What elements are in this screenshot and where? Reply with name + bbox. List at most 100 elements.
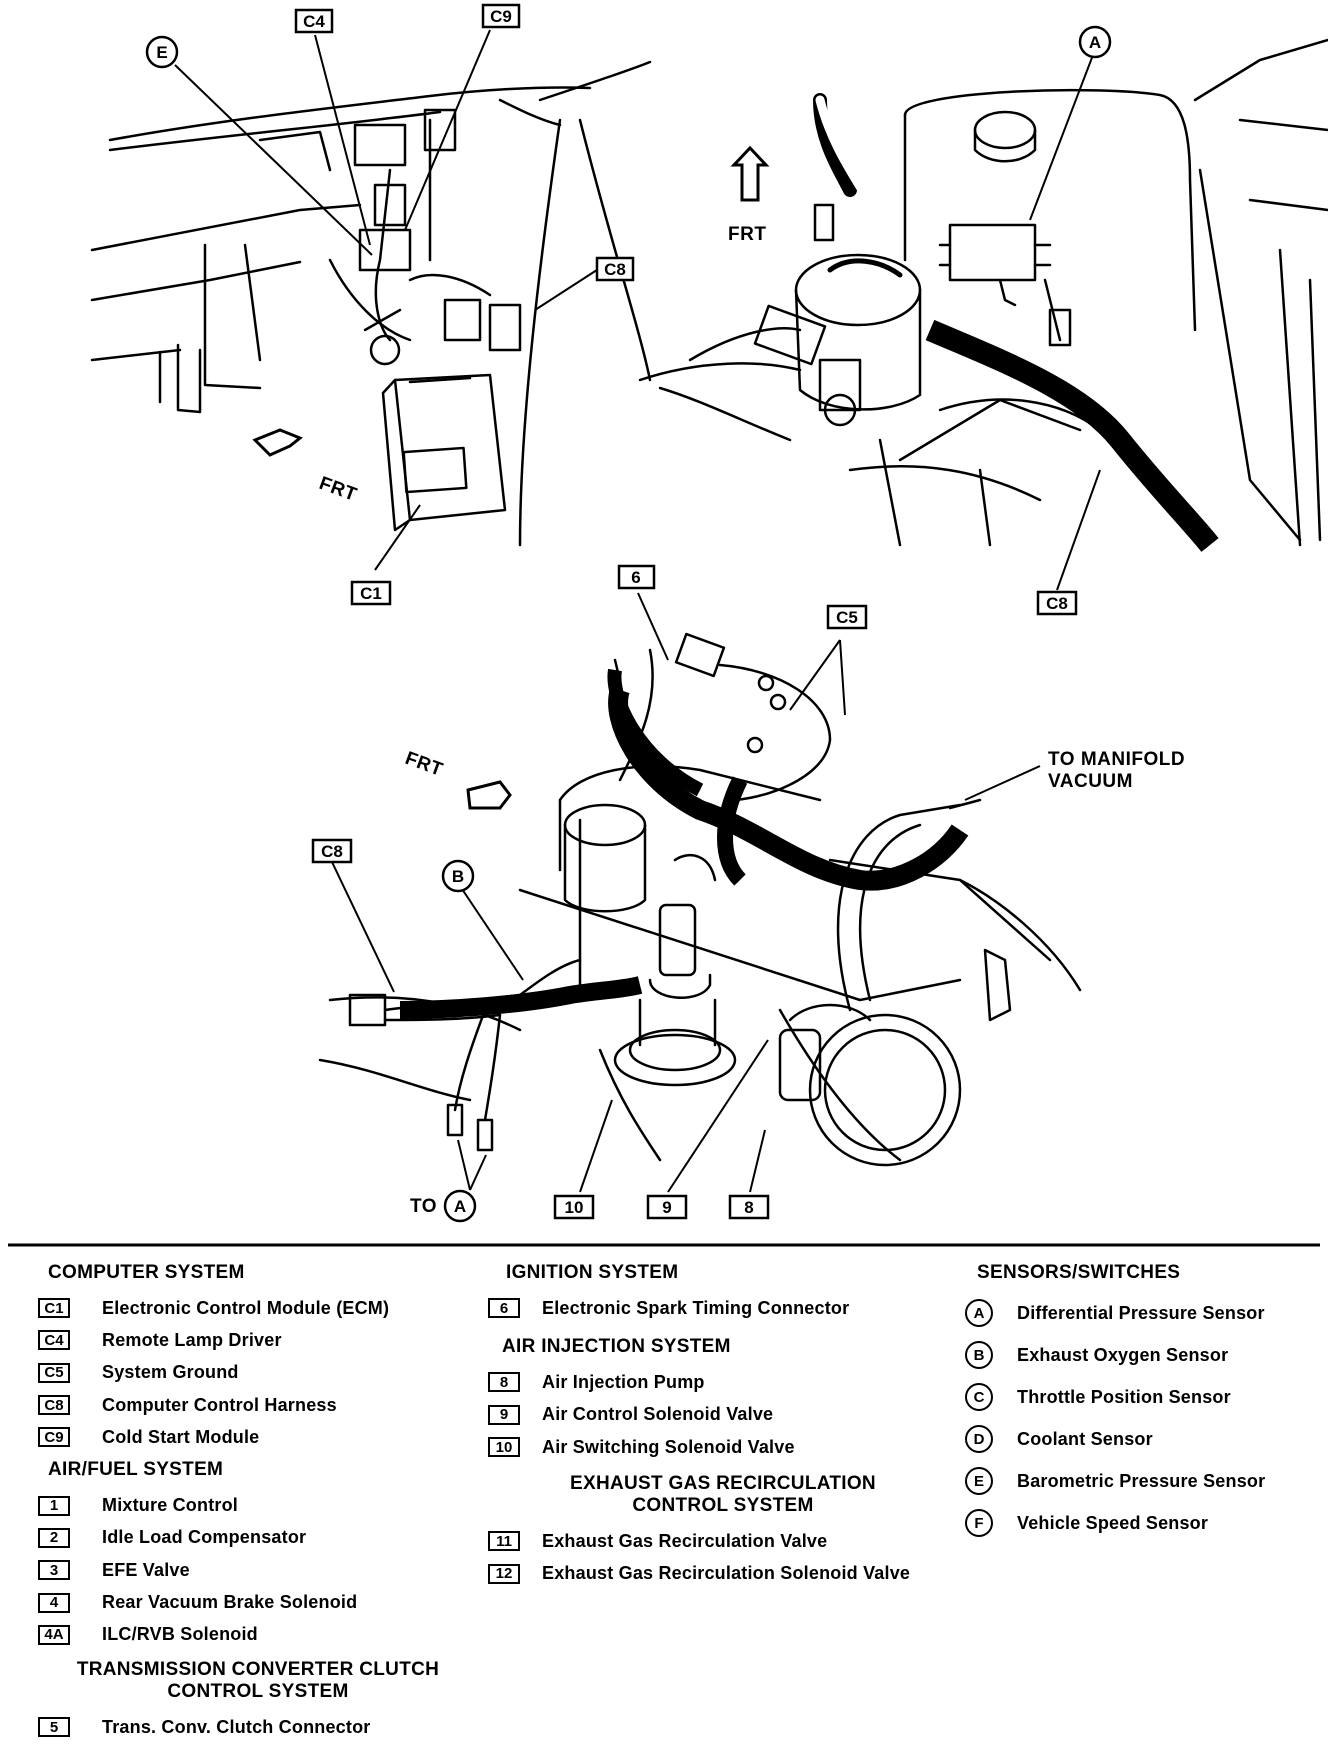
callout-to-a: A <box>454 1197 466 1216</box>
engine-harness-view <box>318 632 1082 1167</box>
section-title-ignition-system: IGNITION SYSTEM <box>506 1262 679 1283</box>
callouts-bottom: 6 C5 C8 B TO MANIFOLD VACUUM TO A 10 9 8 <box>311 564 1185 1223</box>
code-box: 12 <box>488 1563 520 1584</box>
callout-c1: C1 <box>360 584 382 603</box>
item-label: Air Injection Pump <box>542 1371 705 1392</box>
callout-c9: C9 <box>490 7 512 26</box>
callouts-top-right: A C8 <box>1029 25 1112 616</box>
section-title-sensors-switches: SENSORS/SWITCHES <box>977 1262 1181 1283</box>
harness-c8-top-right <box>925 319 1219 552</box>
item-label: Cold Start Module <box>102 1426 260 1447</box>
item-label: Electronic Spark Timing Connector <box>542 1297 850 1318</box>
legend-item: 1 Mixture Control <box>38 1489 478 1521</box>
item-label: Vehicle Speed Sensor <box>1017 1512 1209 1533</box>
legend-item: 5 Trans. Conv. Clutch Connector <box>38 1711 478 1743</box>
item-label: Throttle Position Sensor <box>1017 1386 1231 1407</box>
callout-9: 9 <box>662 1198 671 1217</box>
code-circle: B <box>965 1341 993 1369</box>
code-box: C4 <box>38 1330 70 1351</box>
item-label: Differential Pressure Sensor <box>1017 1302 1265 1323</box>
item-label: Trans. Conv. Clutch Connector <box>102 1716 371 1737</box>
item-label: Computer Control Harness <box>102 1394 337 1415</box>
code-box: 10 <box>488 1437 520 1458</box>
frt-arrow-bottom: FRT <box>402 748 512 810</box>
callout-a-circle <box>1078 25 1112 59</box>
item-label: Exhaust Oxygen Sensor <box>1017 1344 1229 1365</box>
code-circle: D <box>965 1425 993 1453</box>
code-box: 3 <box>38 1560 70 1581</box>
legend-item: C1 Electronic Control Module (ECM) <box>38 1292 478 1324</box>
section-title-tcc-line1: TRANSMISSION CONVERTER CLUTCH <box>76 1658 440 1680</box>
legend-column-2: IGNITION SYSTEM 6 Electronic Spark Timing… <box>488 1262 958 1590</box>
section-title-tcc-line2: CONTROL SYSTEM <box>167 1680 349 1702</box>
callout-e: E <box>156 43 167 62</box>
item-label: Rear Vacuum Brake Solenoid <box>102 1592 358 1613</box>
section-title-air-injection-system: AIR INJECTION SYSTEM <box>502 1336 731 1358</box>
item-label: Idle Load Compensator <box>102 1527 307 1548</box>
callout-c8-box <box>595 256 635 282</box>
callout-c1-box <box>350 580 392 606</box>
item-label: Exhaust Gas Recirculation Valve <box>542 1530 828 1551</box>
legend-item: F Vehicle Speed Sensor <box>965 1502 1315 1544</box>
callout-c8-bottom-box <box>311 838 353 864</box>
frt-label: FRT <box>316 473 359 506</box>
callout-c8-bottom: C8 <box>321 842 343 861</box>
engine-compartment-view <box>638 38 1328 547</box>
item-label: Exhaust Gas Recirculation Solenoid Valve <box>542 1563 911 1584</box>
callout-b-circle <box>441 859 475 893</box>
dashboard-view <box>90 60 652 547</box>
callout-8-box <box>728 1194 770 1220</box>
frt-arrow-top-right: FRT <box>728 145 770 245</box>
item-label: ILC/RVB Solenoid <box>102 1624 258 1645</box>
code-box: 11 <box>488 1531 520 1552</box>
code-box: C1 <box>38 1298 70 1319</box>
callout-6: 6 <box>631 568 640 587</box>
legend-item: 11 Exhaust Gas Recirculation Valve <box>488 1525 958 1557</box>
code-circle: E <box>965 1467 993 1495</box>
item-label: Mixture Control <box>102 1495 238 1516</box>
callout-c5-box <box>826 604 868 630</box>
code-box: C8 <box>38 1395 70 1416</box>
harness-bottom <box>399 668 969 1019</box>
frt-label-bottom: FRT <box>402 748 445 781</box>
callouts-top-left: E C4 C9 C8 C1 <box>145 3 635 606</box>
callout-c8-right-box <box>1036 590 1078 616</box>
item-label: EFE Valve <box>102 1559 190 1580</box>
code-box: C9 <box>38 1427 70 1448</box>
item-label: System Ground <box>102 1362 239 1383</box>
callout-c5: C5 <box>836 608 858 627</box>
frt-label-top-right: FRT <box>728 224 766 245</box>
item-label: Barometric Pressure Sensor <box>1017 1470 1266 1491</box>
legend-item: C5 System Ground <box>38 1357 478 1389</box>
code-box: 5 <box>38 1717 70 1738</box>
callout-c9-box <box>481 3 521 29</box>
legend-item: 8 Air Injection Pump <box>488 1366 958 1398</box>
item-label: Air Control Solenoid Valve <box>542 1404 774 1425</box>
code-box: 8 <box>488 1372 520 1393</box>
legend-item: E Barometric Pressure Sensor <box>965 1460 1315 1502</box>
legend-item: C8 Computer Control Harness <box>38 1389 478 1421</box>
callout-c8-right: C8 <box>1046 594 1068 613</box>
callout-10: 10 <box>565 1198 584 1217</box>
legend-item: 6 Electronic Spark Timing Connector <box>488 1292 958 1324</box>
to-manifold-vacuum-line1: TO MANIFOLD <box>1048 749 1185 770</box>
callout-9-box <box>646 1194 688 1220</box>
legend-item: C9 Cold Start Module <box>38 1421 478 1453</box>
code-box: C5 <box>38 1362 70 1383</box>
code-box: 1 <box>38 1495 70 1516</box>
code-circle: F <box>965 1509 993 1537</box>
code-box: 6 <box>488 1298 520 1319</box>
item-label: Electronic Control Module (ECM) <box>102 1297 390 1318</box>
legend-item: B Exhaust Oxygen Sensor <box>965 1334 1315 1376</box>
item-label: Remote Lamp Driver <box>102 1329 282 1350</box>
